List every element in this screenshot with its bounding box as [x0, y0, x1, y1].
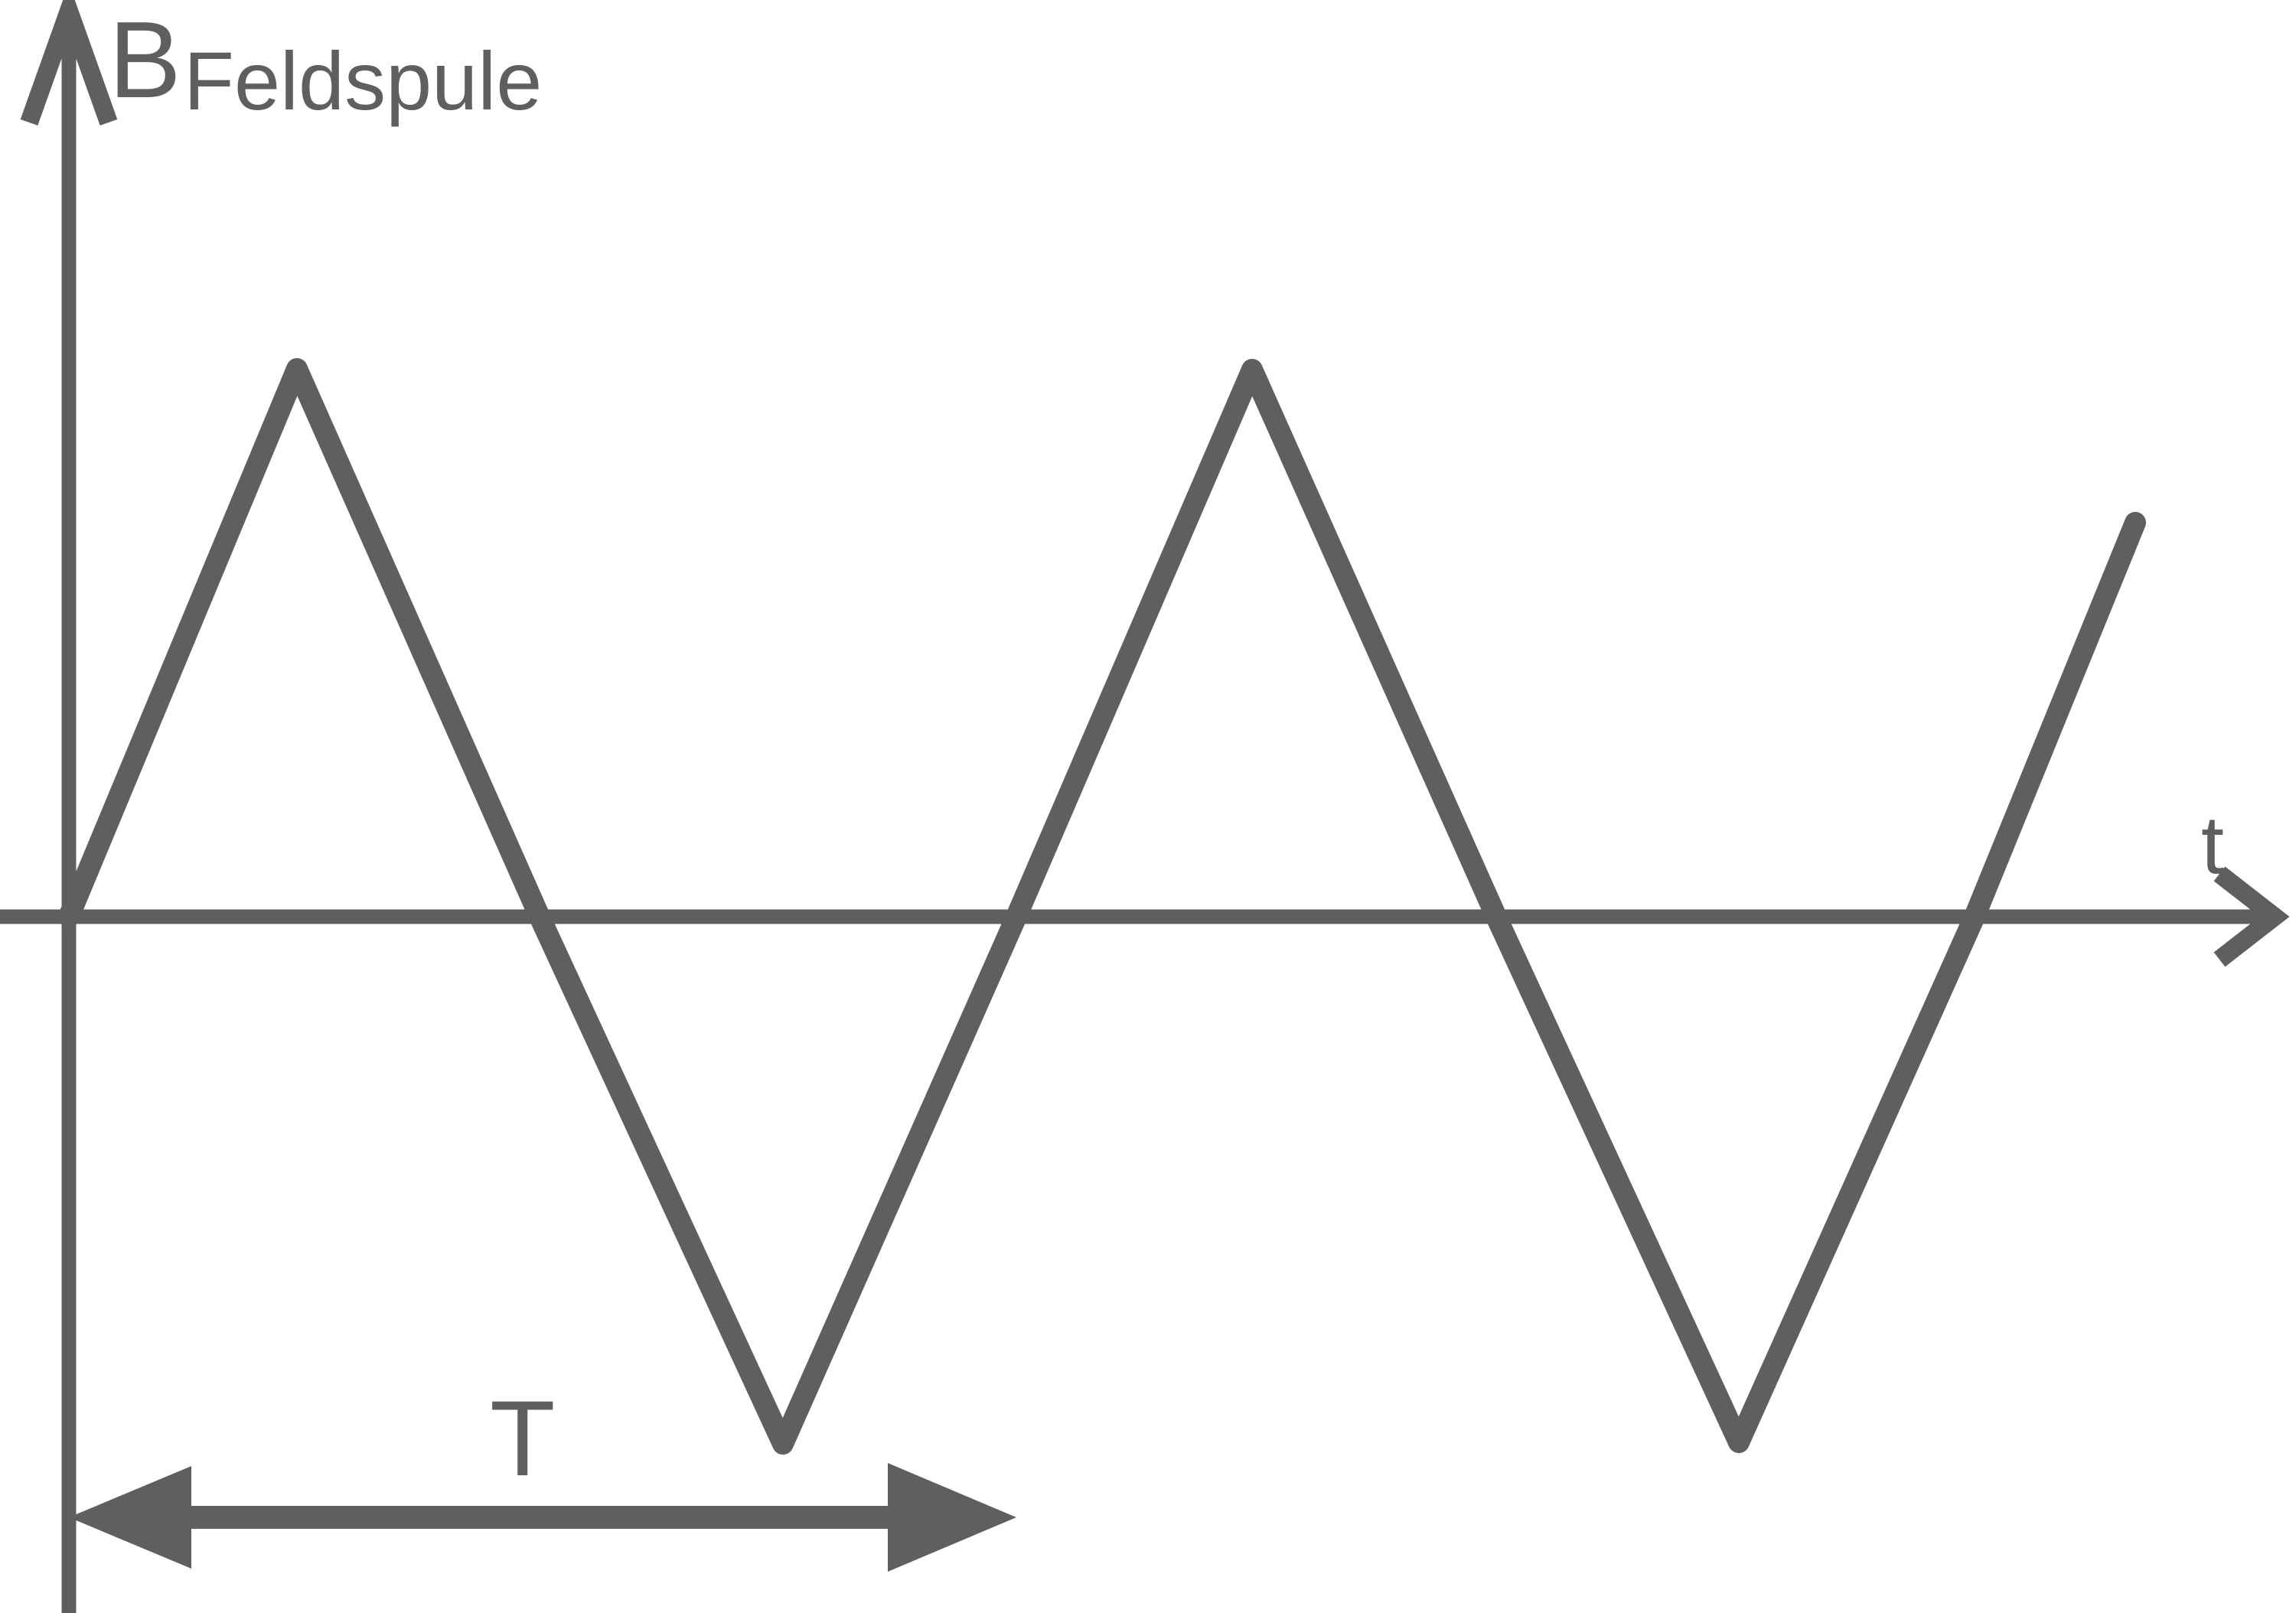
y-axis-arrowhead-icon	[20, 0, 118, 126]
y-axis-label-main: B	[109, 0, 181, 121]
x-axis-group	[0, 866, 2290, 967]
y-axis-group	[20, 0, 118, 1613]
period-marker-right-arrowhead-icon	[888, 1463, 1016, 1572]
y-axis-label-subscript: Feldspule	[184, 34, 543, 127]
x-axis-label: t	[2201, 798, 2225, 891]
x-axis-arrowhead-icon	[2213, 866, 2290, 967]
period-label: T	[490, 1378, 556, 1498]
triangular-waveform-curve	[58, 358, 2146, 1455]
period-marker-left-arrowhead-icon	[69, 1466, 191, 1569]
period-marker-arrow	[69, 1463, 1016, 1572]
